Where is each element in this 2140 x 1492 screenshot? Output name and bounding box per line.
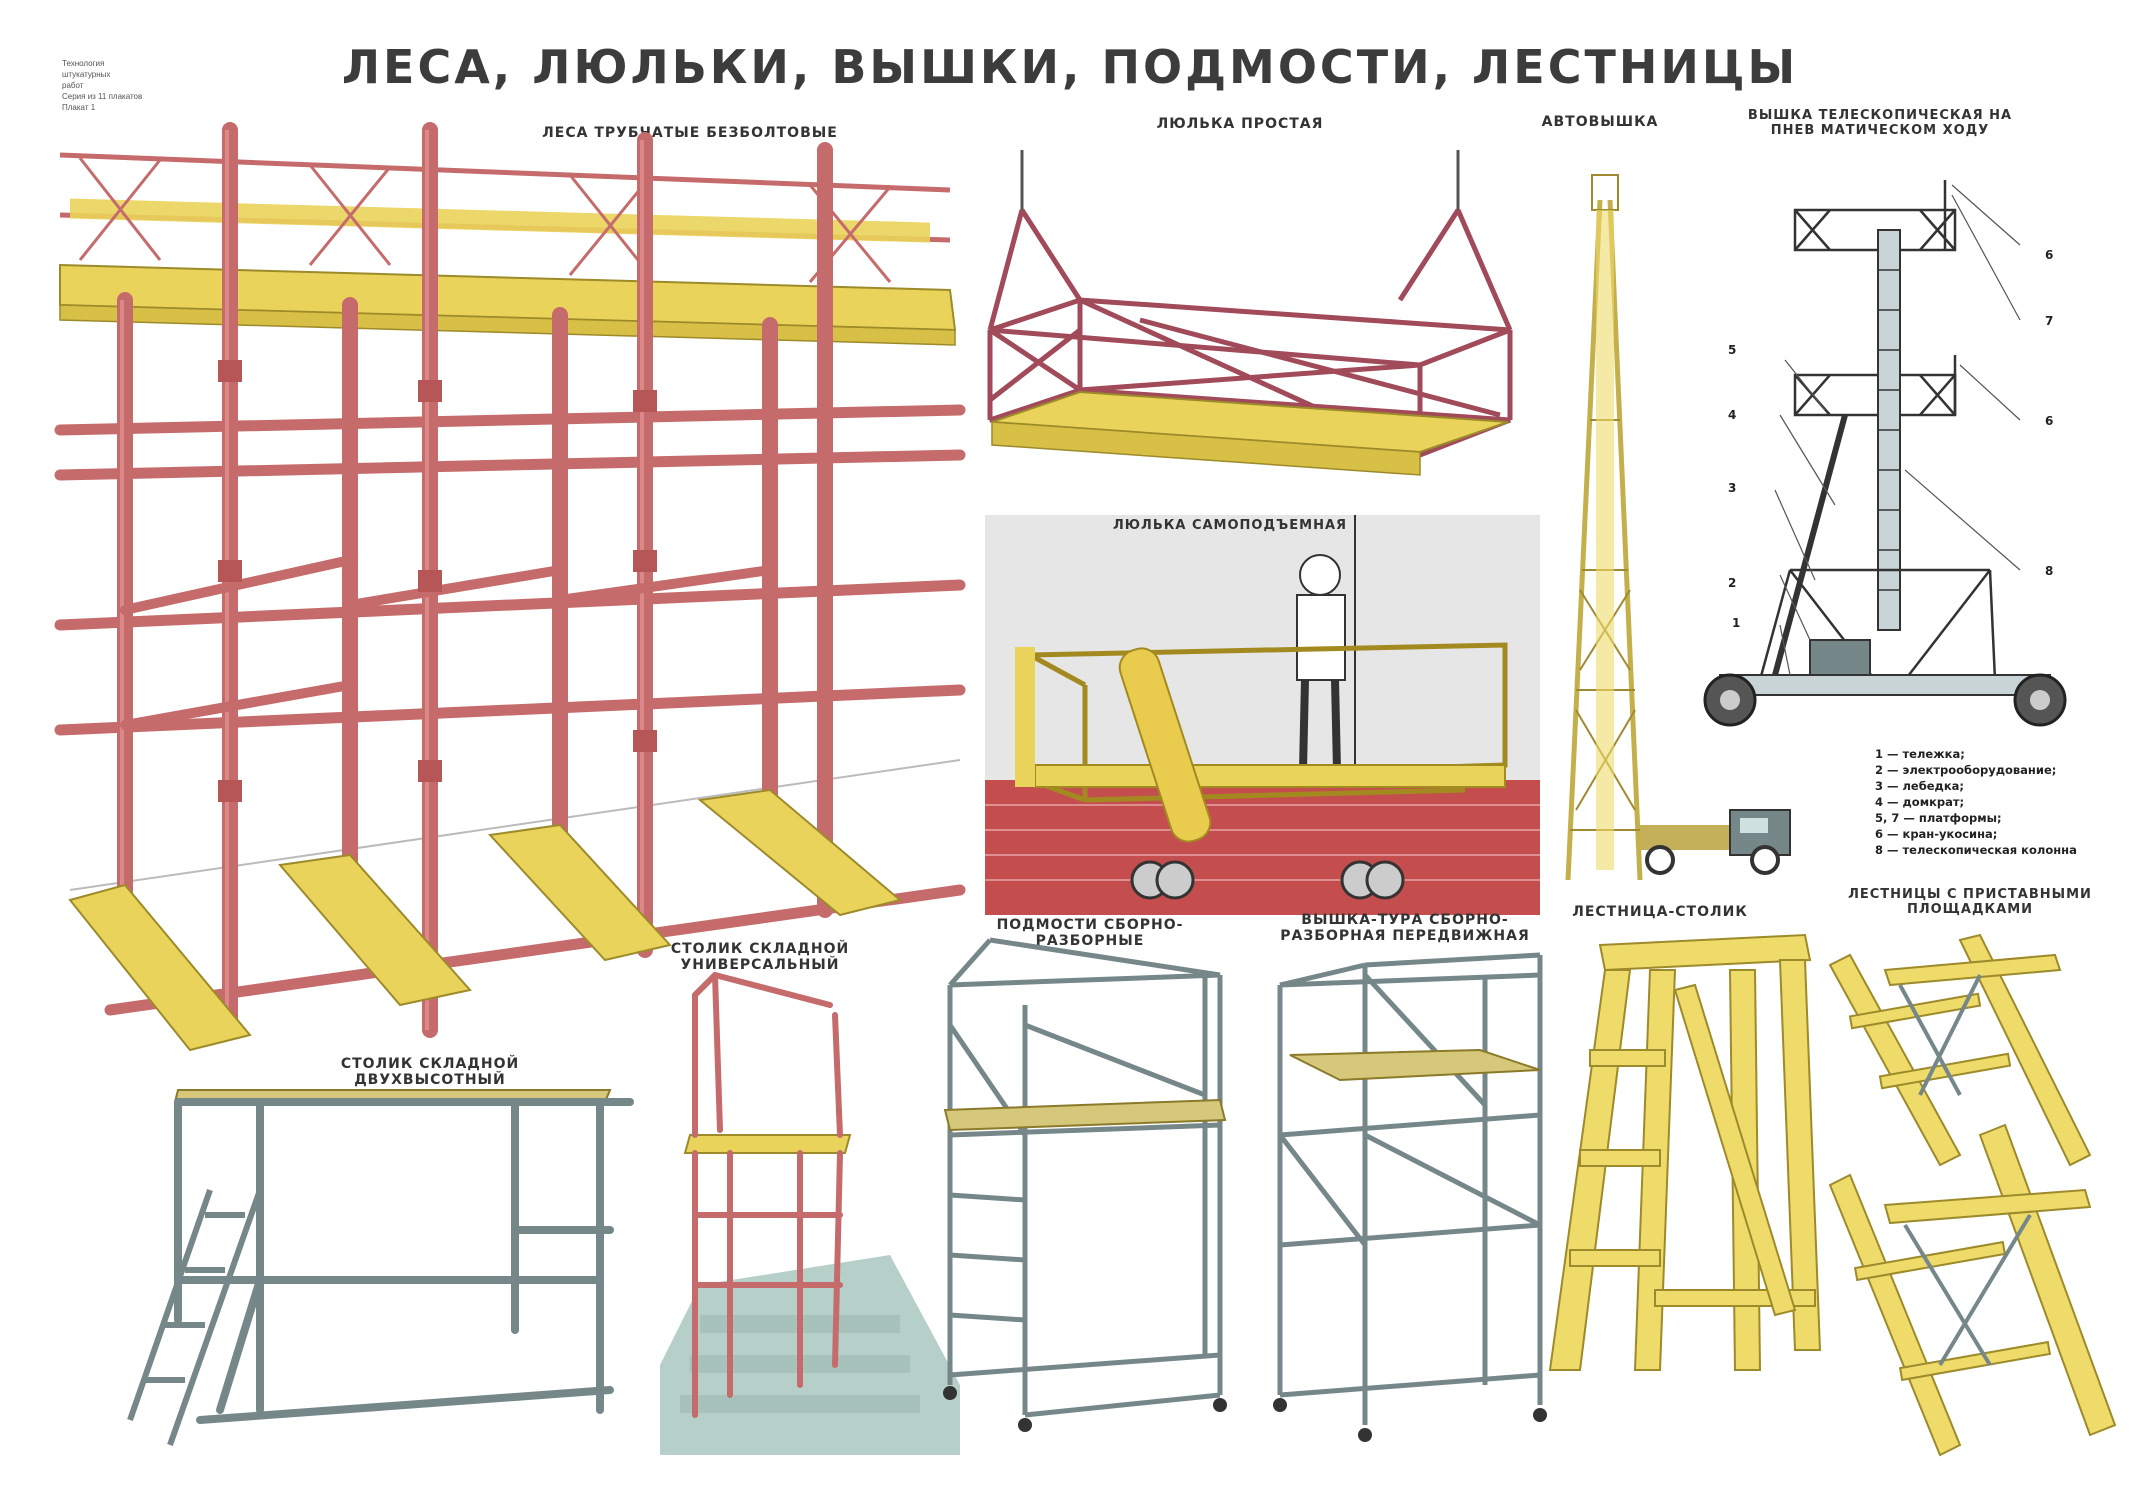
caption-tura: ВЫШКА-ТУРА СБОРНО-РАЗБОРНАЯ ПЕРЕДВИЖНАЯ (1280, 912, 1530, 944)
caption-telescopic-tower: ВЫШКА ТЕЛЕСКОПИЧЕСКАЯ НА ПНЕВ МАТИЧЕСКОМ… (1747, 108, 2013, 138)
legend-item: 8 — телескопическая колонна (1875, 843, 2077, 857)
legend-item: 2 — электрооборудование; (1875, 763, 2057, 777)
callout-4: 4 (1728, 408, 1737, 422)
ladders-platform-illustration (1828, 933, 2117, 1457)
corner-note-line: Серия из 11 плакатов (62, 92, 143, 101)
simple-cradle-illustration (987, 150, 1513, 476)
caption-self-lift-cradle: ЛЮЛЬКА САМОПОДЪЕМНАЯ (1112, 518, 1348, 533)
folding-universal-illustration (660, 972, 960, 1455)
caption-folding-two-height: СТОЛИК СКЛАДНОЙ ДВУХВЫСОТНЫЙ (340, 1056, 520, 1088)
legend-item: 3 — лебедка; (1875, 779, 1965, 793)
caption-folding-universal: СТОЛИК СКЛАДНОЙ УНИВЕРСАЛЬНЫЙ (670, 941, 850, 973)
caption-simple-cradle: ЛЮЛЬКА ПРОСТАЯ (1156, 116, 1324, 132)
poster-title: ЛЕСА, ЛЮЛЬКИ, ВЫШКИ, ПОДМОСТИ, ЛЕСТНИЦЫ (341, 40, 1799, 94)
caption-truck-tower: АВТОВЫШКА (1541, 114, 1659, 130)
legend-item: 5, 7 — платформы; (1875, 811, 2002, 825)
truck-tower-illustration (1565, 174, 1791, 881)
callout-8: 8 (2045, 564, 2054, 578)
corner-note: Технология штукатурных работ Серия из 11… (62, 58, 172, 113)
legend-item: 4 — домкрат; (1875, 795, 1965, 809)
callout-2: 2 (1728, 576, 1737, 590)
caption-scaffold: ЛЕСА ТРУБЧАТЫЕ БЕЗБОЛТОВЫЕ (542, 125, 838, 141)
folding-two-height-illustration (127, 1089, 634, 1446)
self-lift-cradle-illustration (985, 515, 1540, 915)
callout-6-lower: 6 (2045, 414, 2054, 428)
callout-1: 1 (1732, 616, 1741, 630)
callout-7: 7 (2045, 314, 2054, 328)
callout-6-upper: 6 (2045, 248, 2054, 262)
legend-item: 6 — кран-укосина; (1875, 827, 1998, 841)
callout-5: 5 (1728, 343, 1737, 357)
telescopic-tower-illustration (1703, 180, 2067, 727)
caption-podmosti: ПОДМОСТИ СБОРНО-РАЗБОРНЫЕ (996, 917, 1184, 949)
callout-3: 3 (1728, 481, 1737, 495)
telescopic-legend: 1 — тележка; 2 — электрооборудование; 3 … (1875, 746, 2135, 858)
ladder-table-illustration (1548, 933, 1822, 1371)
legend-item: 1 — тележка; (1875, 747, 1965, 761)
corner-note-line: Технология (62, 59, 105, 68)
corner-note-line: работ (62, 81, 84, 90)
tura-illustration (1273, 952, 1547, 1442)
scaffold-illustration (54, 122, 966, 1052)
podmosti-illustration (943, 937, 1227, 1432)
corner-note-line: штукатурных (62, 70, 111, 79)
caption-ladder-table: ЛЕСТНИЦА-СТОЛИК (1572, 904, 1748, 920)
corner-note-line: Плакат 1 (62, 103, 96, 112)
caption-ladders-platform: ЛЕСТНИЦЫ С ПРИСТАВНЫМИ ПЛОЩАДКАМИ (1848, 887, 2092, 917)
